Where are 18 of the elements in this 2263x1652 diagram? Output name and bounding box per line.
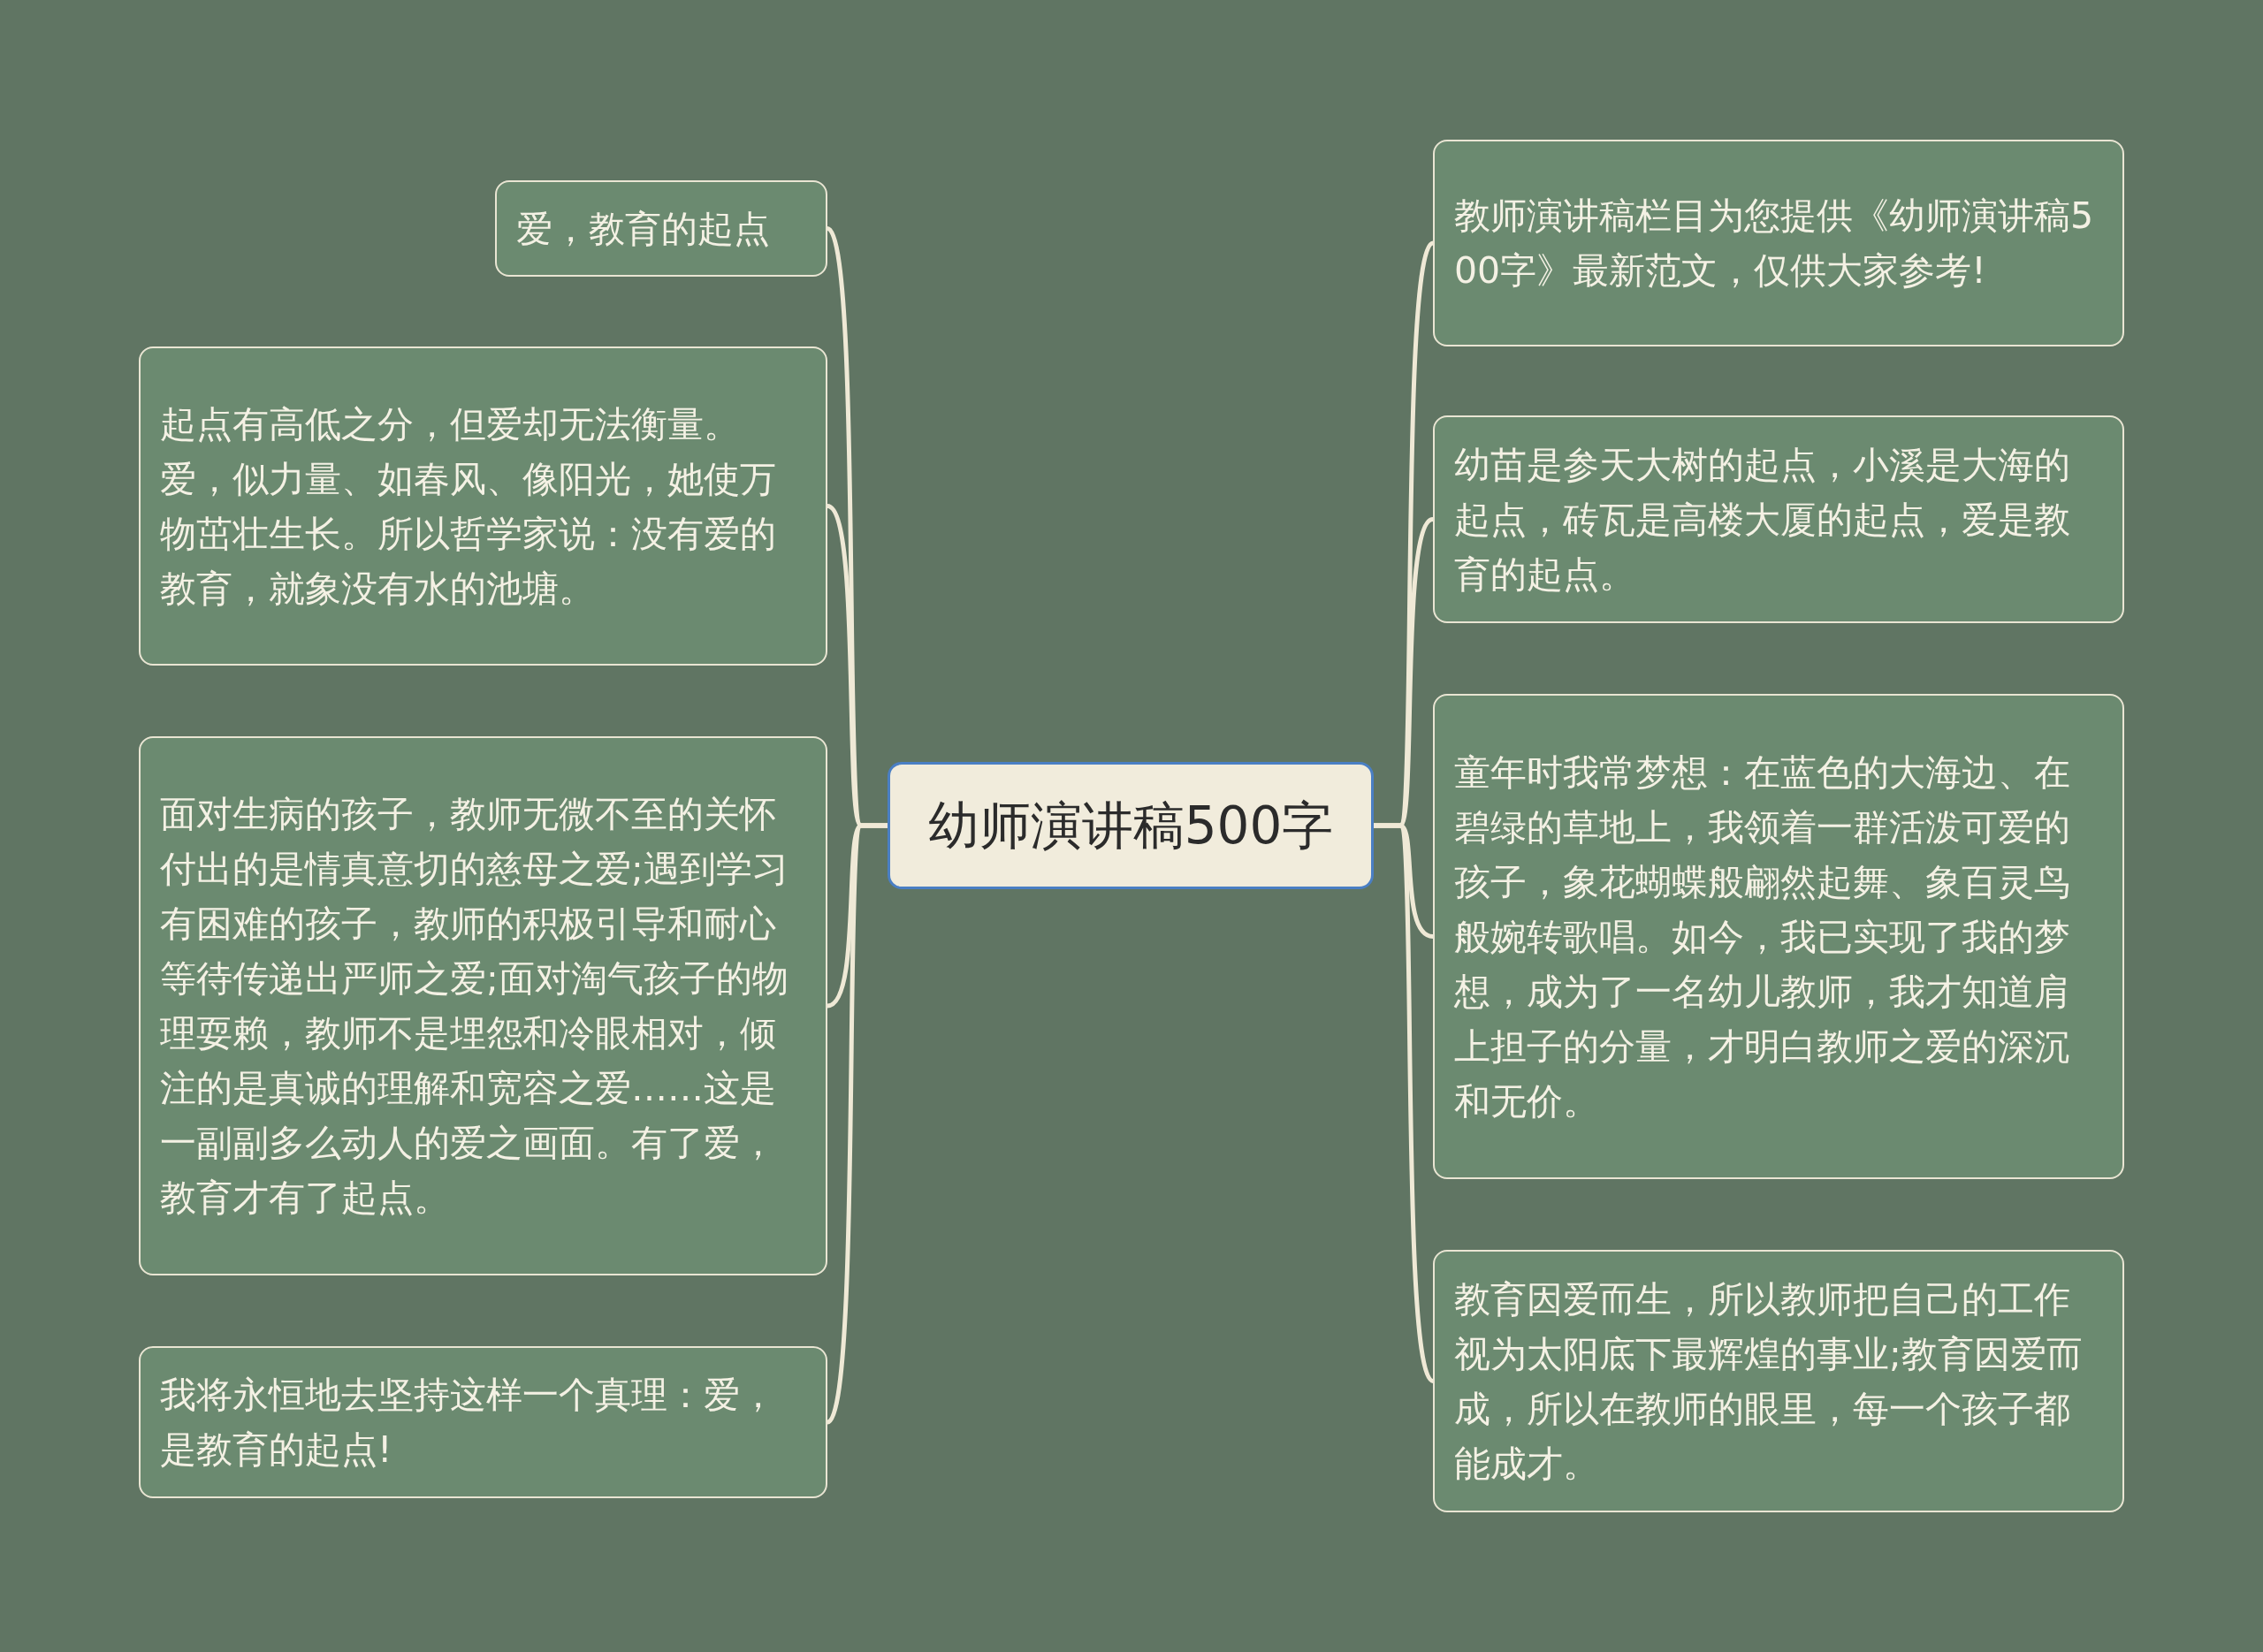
topic-text: 教育因爱而生，所以教师把自己的工作视为太阳底下最辉煌的事业;教育因爱而成，所以在教师的眼里，每一个孩子都能成才。 bbox=[1454, 1276, 2084, 1487]
topic-box bbox=[1433, 140, 2124, 346]
topic-box bbox=[1433, 1250, 2124, 1512]
topic-text: 幼苗是参天大树的起点，小溪是大海的起点，砖瓦是高楼大厦的起点，爱是教育的起点。 bbox=[1454, 442, 2071, 598]
topic-box bbox=[1433, 415, 2124, 623]
topic-text: 爱，教育的起点 bbox=[516, 206, 770, 252]
topic-text: 教师演讲稿栏目为您提供《幼师演讲稿500字》最新范文，仅供大家参考! bbox=[1454, 194, 2095, 293]
topic-box bbox=[495, 180, 827, 277]
topic-box bbox=[139, 736, 827, 1275]
topic-text: 幼师演讲稿500字 bbox=[927, 795, 1334, 856]
topic-box bbox=[1433, 694, 2124, 1179]
topic-box bbox=[139, 1346, 827, 1498]
central-topic-box bbox=[888, 762, 1374, 889]
topic-text: 起点有高低之分，但爱却无法衡量。爱，似力量、如春风、像阳光，她使万物茁壮生长。所以哲学家说：没有爱的教育，就象没有水的池塘。 bbox=[160, 401, 777, 612]
topic-text: 我将永恒地去坚持这样一个真理：爱，是教育的起点! bbox=[160, 1373, 777, 1473]
topic-box bbox=[139, 346, 827, 666]
topic-text: 面对生病的孩子，教师无微不至的关怀付出的是情真意切的慈母之爱;遇到学习有困难的孩子，教师的积极引导和耐心等待传递出严师之爱;面对淘气孩子的物理耍赖，教师不是埋怨和冷眼相对，倾注的是真诚的理解和宽容之爱……这是一副副多么动人的爱之画面。有了爱，教育才有了起点。 bbox=[160, 792, 789, 1221]
topic-text: 童年时我常梦想：在蓝色的大海边、在碧绿的草地上，我领着一群活泼可爱的孩子，象花蝴蝶般翩然起舞、象百灵鸟般婉转歌唱。如今，我已实现了我的梦想，成为了一名幼儿教师，我才知道肩上担子的分量，才明白教师之爱的深沉和无价。 bbox=[1454, 750, 2071, 1124]
